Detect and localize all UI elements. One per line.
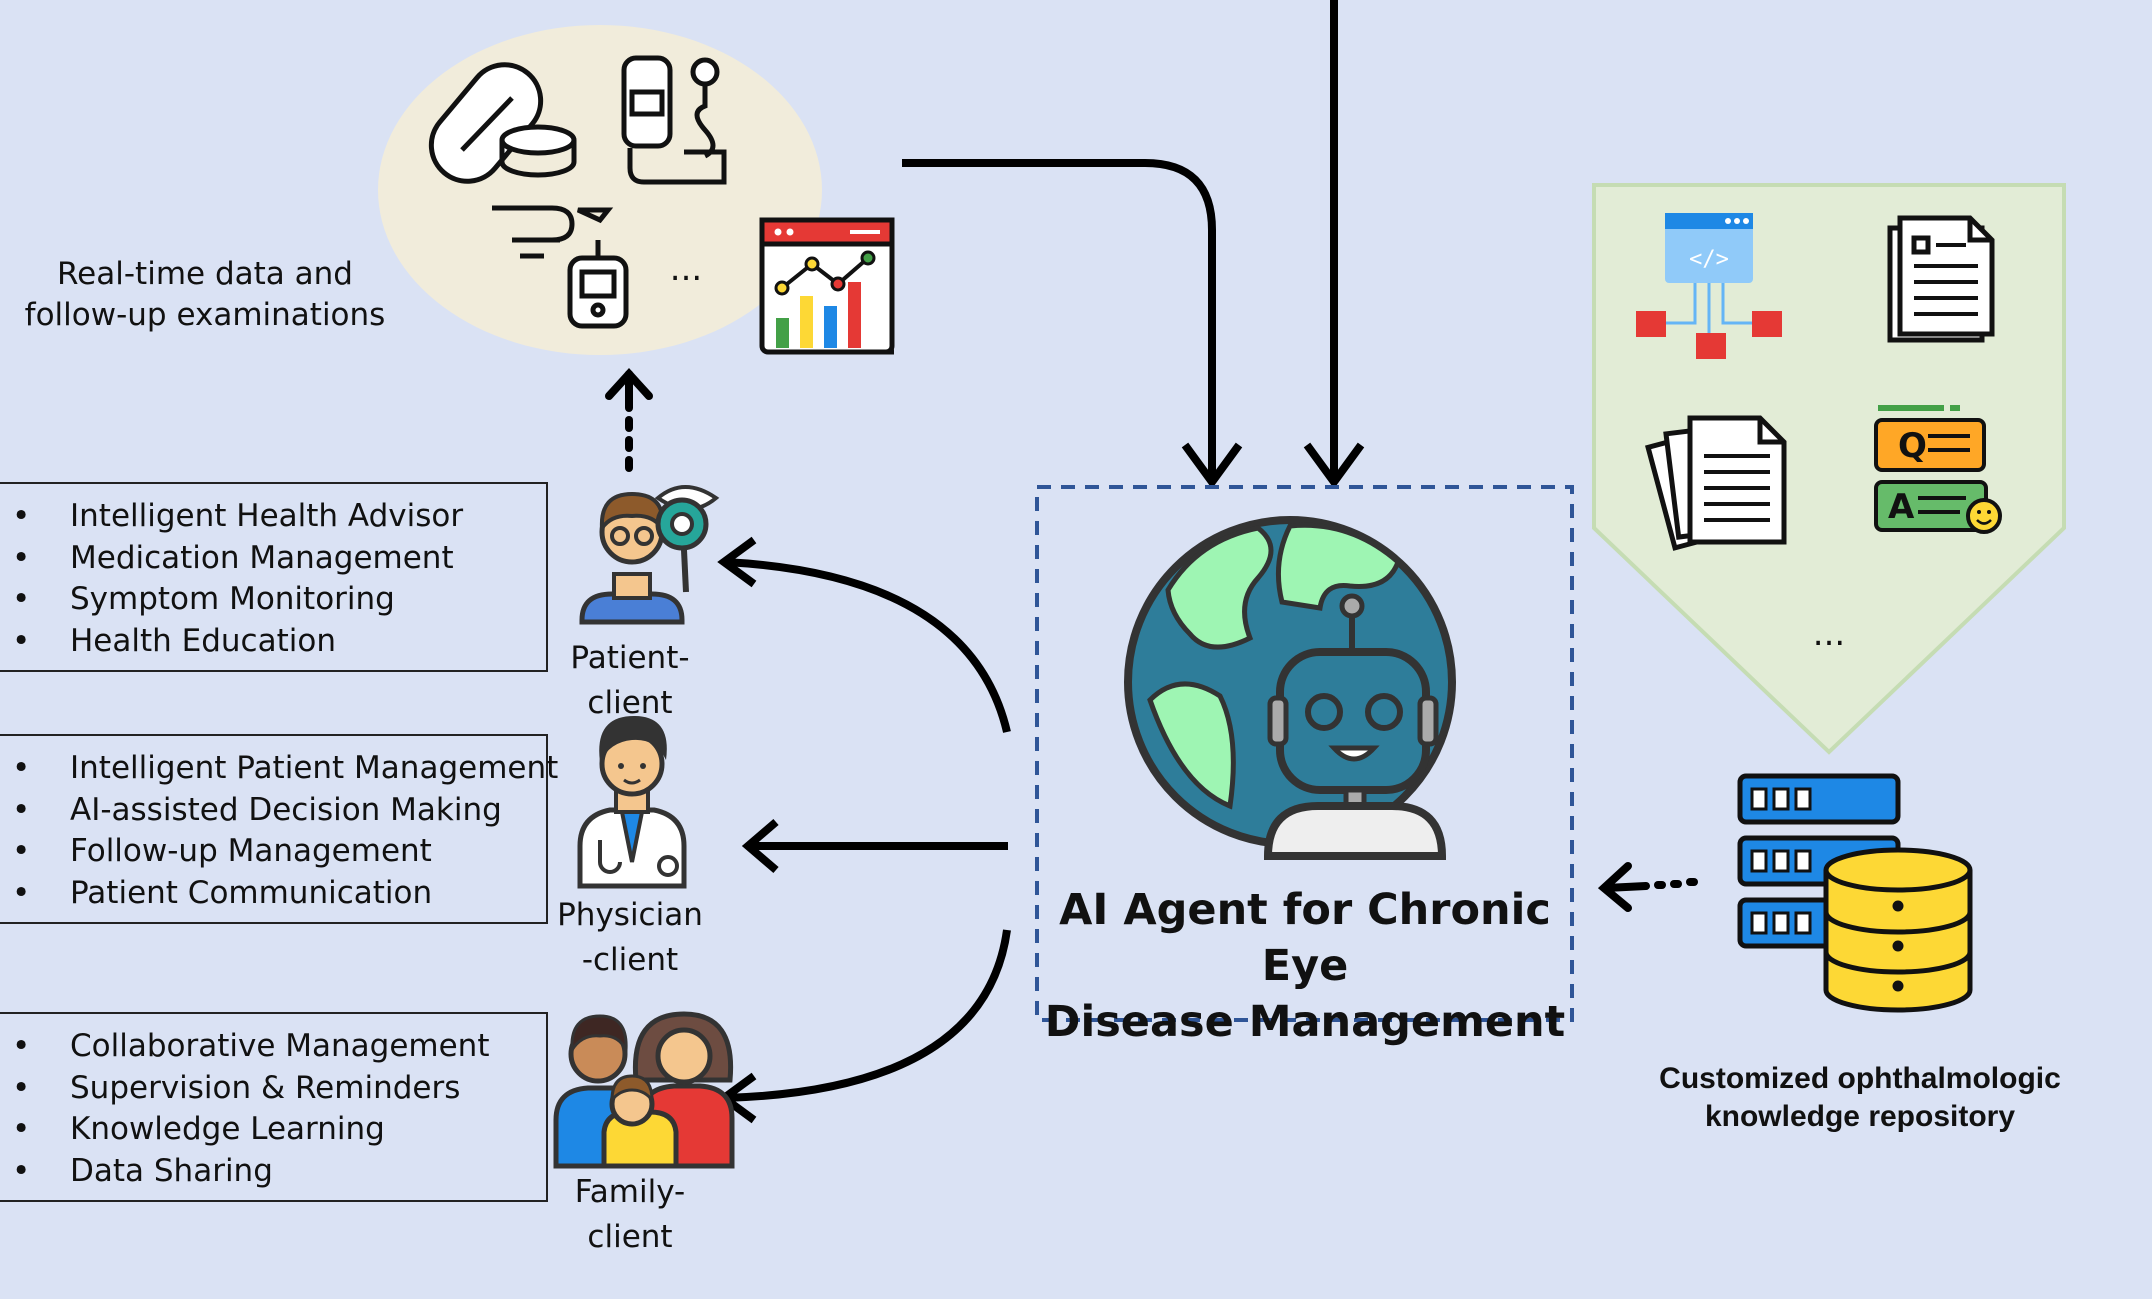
glucose-meter-icon (492, 205, 629, 329)
agent-to-physician-arrow (741, 818, 1008, 874)
list-item: Supervision & Reminders (12, 1068, 546, 1110)
server-database-icon (1737, 773, 1973, 1013)
knowledge-ellipsis: ... (1813, 614, 1845, 654)
agent-to-family-arrow (717, 929, 1011, 1124)
family-client-label: Family- client (574, 1174, 686, 1255)
svg-text:A: A (1888, 487, 1915, 527)
blood-pressure-icon (621, 55, 727, 185)
agent-title: AI Agent for Chronic Eye Disease Managem… (1044, 885, 1566, 1047)
patient-features-list: Intelligent Health Advisor Medication Ma… (0, 484, 546, 674)
list-item: Intelligent Patient Management (12, 748, 558, 790)
globe-robot-icon (1124, 516, 1456, 860)
physician-features-list: Intelligent Patient Management AI-assist… (0, 736, 558, 926)
list-item: Medication Management (12, 538, 546, 580)
agent-box (1035, 485, 1574, 1022)
code-structure-icon: </> (1636, 213, 1782, 359)
patient-to-data-arrow (605, 368, 653, 472)
pills-icon (428, 62, 577, 184)
list-item: Health Education (12, 621, 546, 663)
patient-features-box: Intelligent Health Advisor Medication Ma… (0, 482, 548, 672)
data-ellipsis: ... (670, 249, 702, 289)
list-item: Intelligent Health Advisor (12, 496, 546, 538)
physician-features-box: Intelligent Patient Management AI-assist… (0, 734, 558, 926)
list-item: AI-assisted Decision Making (12, 790, 546, 832)
list-item: Symptom Monitoring (12, 579, 546, 621)
list-item: Collaborative Management (12, 1026, 546, 1068)
repository-to-agent-arrow (1597, 862, 1698, 912)
list-item: Follow-up Management (12, 831, 546, 873)
physician-avatar (577, 716, 687, 889)
family-avatar (553, 1011, 735, 1169)
list-item: Data Sharing (12, 1151, 546, 1193)
top-to-agent-arrow (1303, 0, 1365, 489)
document-icon (1887, 215, 1995, 343)
repository-title: Customized ophthalmologic knowledge repo… (1659, 1062, 2061, 1133)
data-to-agent-arrow (902, 159, 1243, 489)
analytics-dashboard-icon (759, 217, 895, 355)
patient-client-label: Patient- client (570, 640, 690, 721)
realtime-caption: Real-time data and follow-up examination… (24, 256, 386, 333)
patient-avatar (579, 485, 720, 625)
document-stack-icon (1645, 415, 1787, 551)
family-features-box: Collaborative Management Supervision & R… (0, 1012, 548, 1202)
qa-chat-icon: Q A (1874, 405, 2002, 534)
physician-client-label: Physician -client (557, 897, 703, 978)
list-item: Knowledge Learning (12, 1109, 546, 1151)
svg-text:</>: </> (1689, 247, 1729, 272)
list-item: Patient Communication (12, 873, 546, 915)
svg-text:Q: Q (1898, 426, 1927, 466)
family-features-list: Collaborative Management Supervision & R… (0, 1014, 546, 1204)
agent-to-patient-arrow (717, 536, 1011, 733)
